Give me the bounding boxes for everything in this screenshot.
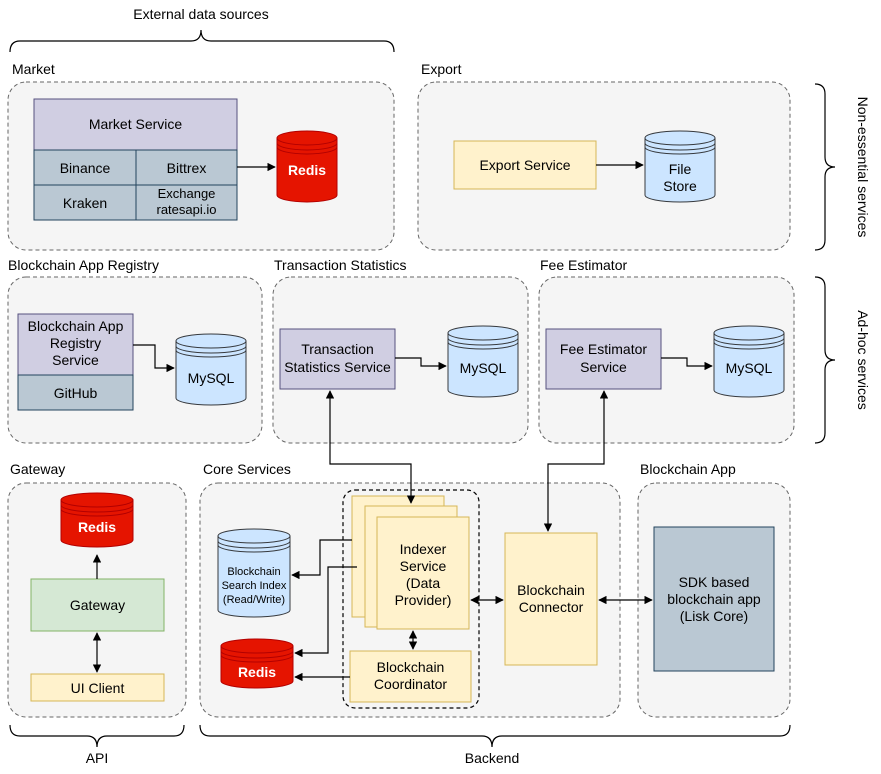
mysql-registry-cylinder	[175, 333, 247, 406]
brace-backend	[199, 724, 791, 748]
brace-non-essential	[814, 83, 836, 251]
blockchain-app-group-label: Blockchain App	[640, 461, 736, 477]
exchange-label-line2: ratesapi.io	[156, 202, 217, 217]
coordinator-label-line1: Blockchain	[376, 659, 445, 675]
market-group-label: Market	[12, 61, 55, 77]
github-box	[17, 374, 134, 411]
search-index-cylinder	[217, 528, 291, 618]
backend-label: Backend	[464, 750, 520, 766]
arrow-txstats-mysql	[395, 357, 447, 371]
indexer-label-line4: Provider)	[394, 592, 452, 608]
sdk-app-box	[653, 526, 775, 672]
export-group-label: Export	[421, 61, 462, 77]
exchange-label-line1: Exchange	[157, 186, 216, 201]
indexer-label-line1: Indexer	[399, 541, 447, 557]
arrow-fee-mysql	[661, 357, 713, 371]
tx-stats-label-line1: Transaction	[301, 341, 374, 357]
mysql-tx-stats-label: MySQL	[459, 360, 507, 376]
arrow-indexer-searchindex	[291, 539, 352, 580]
connector-label-line2: Connector	[518, 599, 584, 615]
coordinator-box	[349, 650, 472, 703]
fee-estimator-group-label: Fee Estimator	[540, 257, 628, 273]
export-service-box	[453, 140, 597, 190]
redis-market-label: Redis	[287, 162, 327, 178]
exchange-box	[135, 184, 238, 221]
ad-hoc-label: Ad-hoc services	[855, 310, 871, 410]
redis-gateway-label: Redis	[77, 519, 117, 535]
file-store-cylinder	[644, 130, 716, 203]
brace-ad-hoc	[814, 276, 836, 444]
mysql-tx-stats-cylinder	[447, 325, 519, 398]
market-service-box	[33, 98, 238, 151]
brace-external	[9, 29, 395, 53]
ui-client-box	[30, 673, 165, 702]
registry-label-line3: Service	[52, 352, 99, 368]
indexer-service-box	[376, 516, 470, 630]
core-services-group-label: Core Services	[203, 461, 291, 477]
external-sources-label: External data sources	[133, 6, 269, 22]
connector-label-line1: Blockchain	[517, 582, 585, 598]
indexer-label-line3: (Data	[405, 575, 441, 591]
binance-label: Binance	[59, 160, 111, 176]
sdk-label-line3: (Lisk Core)	[679, 608, 749, 624]
redis-market-cylinder	[276, 130, 338, 203]
export-service-label: Export Service	[479, 157, 571, 173]
fee-label-line2: Service	[580, 359, 627, 375]
arrow-indexer-redis	[294, 566, 357, 658]
ui-client-label: UI Client	[70, 680, 125, 696]
bittrex-label: Bittrex	[166, 160, 207, 176]
kraken-label: Kraken	[62, 195, 108, 211]
mysql-registry-label: MySQL	[187, 370, 235, 386]
indexer-label-line2: Service	[399, 558, 447, 574]
gateway-label: Gateway	[69, 597, 126, 613]
non-essential-label: Non-essential services	[855, 96, 871, 238]
binance-box	[33, 149, 137, 186]
registry-service-box	[17, 313, 134, 376]
market-service-label: Market Service	[88, 116, 183, 132]
registry-label-line2: Registry	[49, 335, 102, 351]
sdk-label-line2: blockchain app	[667, 591, 761, 607]
file-store-label-line2: Store	[663, 178, 697, 194]
redis-core-cylinder	[220, 638, 294, 689]
sdk-label-line1: SDK based	[678, 574, 750, 590]
fee-estimator-service-box	[545, 328, 662, 390]
mysql-fee-cylinder	[713, 325, 785, 398]
registry-label-line1: Blockchain App	[27, 318, 124, 334]
group-export	[417, 81, 791, 251]
fee-label-line1: Fee Estimator	[559, 341, 648, 357]
search-index-label-line2: Search Index	[221, 580, 287, 592]
gateway-box	[30, 578, 165, 632]
brace-api	[9, 724, 185, 748]
mysql-fee-label: MySQL	[725, 360, 773, 376]
api-label: API	[85, 750, 109, 766]
gateway-group-label: Gateway	[10, 461, 66, 477]
search-index-label-line3: (Read/Write)	[222, 594, 286, 606]
github-label: GitHub	[53, 385, 98, 401]
tx-stats-label-line2: Statistics Service	[284, 359, 391, 375]
file-store-label-line1: File	[668, 161, 692, 177]
arrow-connector-fee	[543, 390, 609, 532]
arrow-registry-mysql	[133, 344, 175, 373]
arrow-indexer-txstats	[325, 390, 416, 504]
coordinator-label-line2: Coordinator	[373, 676, 448, 692]
app-registry-group-label: Blockchain App Registry	[8, 257, 159, 273]
search-index-label-line1: Blockchain	[227, 566, 281, 578]
redis-core-label: Redis	[237, 664, 277, 680]
redis-gateway-cylinder	[60, 492, 134, 548]
kraken-box	[33, 184, 137, 221]
tx-stats-service-box	[279, 328, 396, 390]
connector-box	[504, 532, 598, 666]
tx-stats-group-label: Transaction Statistics	[274, 257, 407, 273]
